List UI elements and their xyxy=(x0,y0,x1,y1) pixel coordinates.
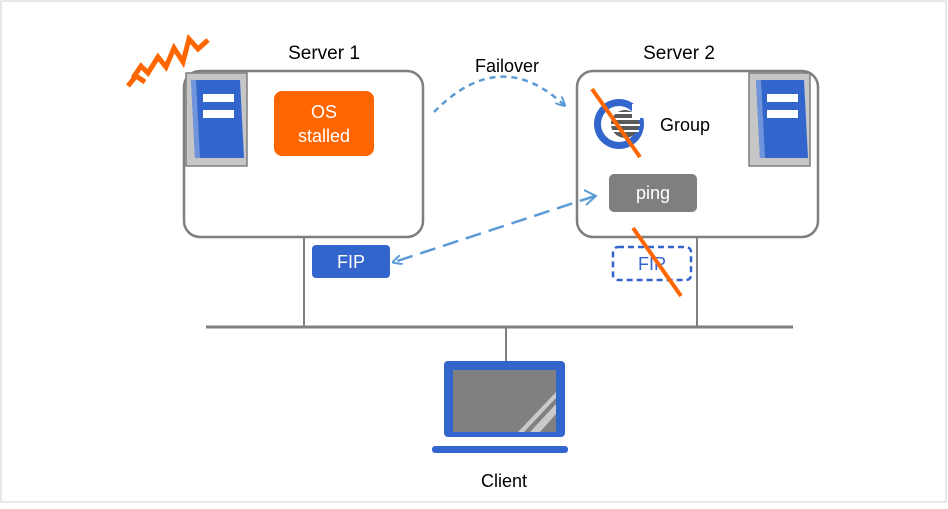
server2-title: Server 2 xyxy=(643,43,715,64)
server1-fip-label: FIP xyxy=(337,252,365,272)
os-stalled-badge xyxy=(274,91,374,156)
server1-title: Server 1 xyxy=(288,43,360,64)
server2-fip-label: FIP xyxy=(638,254,666,274)
os-stalled-line1: OS xyxy=(311,102,337,122)
ping-label: ping xyxy=(636,183,670,203)
ping-arrow-tail-head xyxy=(583,189,598,206)
server-tower-icon xyxy=(185,72,248,167)
client-label: Client xyxy=(481,471,527,491)
ping-arrow xyxy=(394,194,596,262)
os-stalled-line2: stalled xyxy=(298,126,350,146)
laptop-icon xyxy=(432,361,568,453)
ping-badge xyxy=(609,174,697,212)
disabled-slash-icon xyxy=(631,226,683,298)
alert-burst-icon xyxy=(126,33,210,88)
group-label: Group xyxy=(660,115,710,135)
disabled-slash-icon xyxy=(590,87,642,159)
server1-fip-badge xyxy=(312,245,390,278)
server2-fip-badge xyxy=(611,245,693,282)
server-tower-icon xyxy=(748,72,811,167)
failover-label: Failover xyxy=(475,56,539,76)
